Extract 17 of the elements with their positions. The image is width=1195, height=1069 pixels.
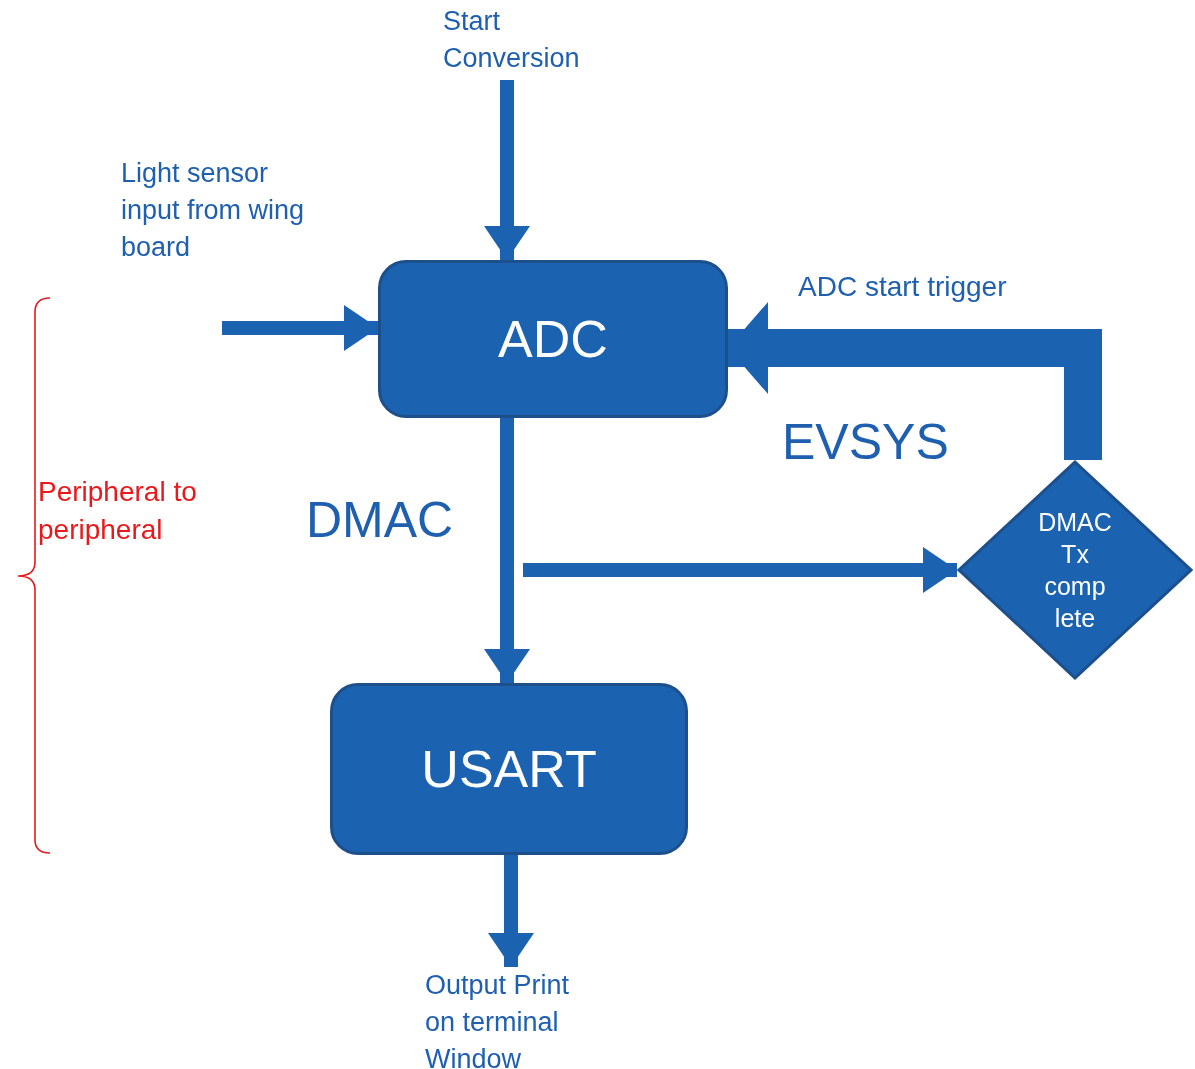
bracket-label: Peripheral to peripheral bbox=[38, 475, 198, 547]
block-arrow bbox=[484, 80, 530, 260]
bus-label: EVSYS bbox=[782, 413, 950, 472]
edge-label: ADC start trigger bbox=[798, 270, 1008, 304]
block-arrow bbox=[222, 305, 378, 351]
block-arrow bbox=[488, 855, 534, 967]
block-arrow bbox=[523, 547, 957, 593]
node-label: Start Conversion bbox=[443, 3, 623, 77]
edge-label: DMAC bbox=[306, 491, 455, 550]
box-label: ADC bbox=[498, 309, 608, 369]
box-label: USART bbox=[421, 739, 597, 799]
process-box bbox=[330, 683, 688, 855]
node-label: Output Print on terminal Window bbox=[425, 967, 605, 1069]
node-label: Light sensor input from wing board bbox=[121, 155, 321, 266]
diamond-label: DMAC Tx comp lete bbox=[1037, 507, 1113, 634]
process-box bbox=[378, 260, 728, 418]
block-arrow bbox=[484, 418, 530, 683]
